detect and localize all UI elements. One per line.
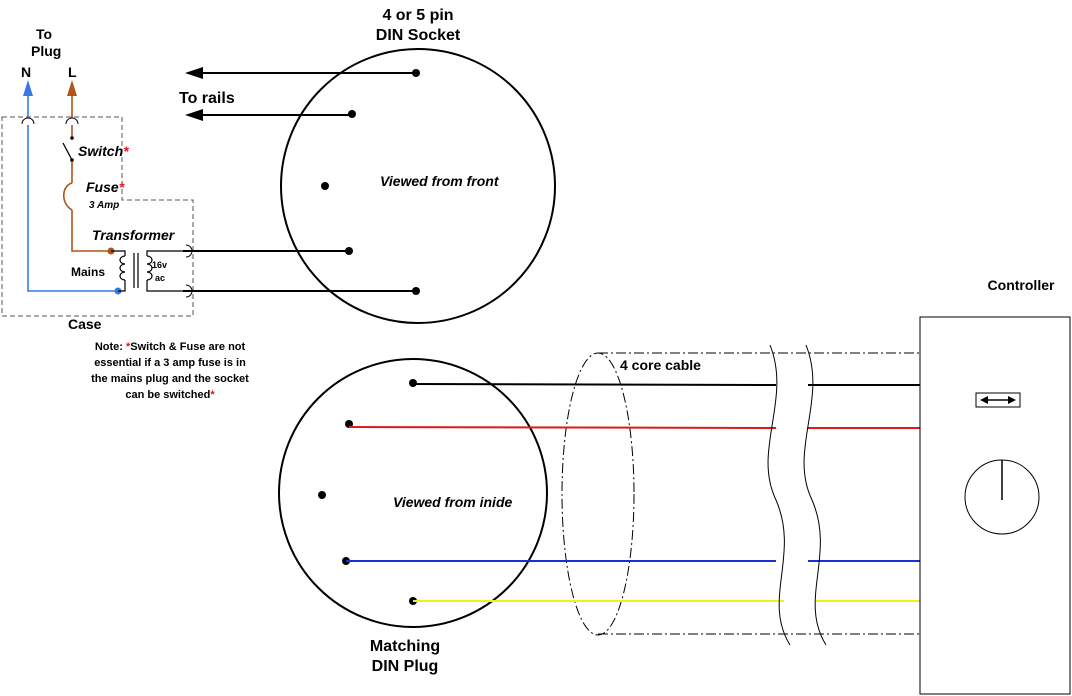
to-plug-label-line1: To	[36, 26, 52, 42]
socket-view-label: Viewed from front	[380, 173, 500, 189]
plug-view-label: Viewed from inide	[393, 494, 512, 510]
neutral-arrow-icon	[23, 80, 33, 96]
rail-arrow-icon	[185, 67, 203, 79]
note-text: Note: *Switch & Fuse are not essential i…	[91, 341, 249, 401]
plug-pin	[318, 491, 326, 499]
cable-wire-black	[412, 383, 777, 386]
neutral-label: N	[21, 64, 31, 80]
svg-text:essential if a 3 amp fuse is i: essential if a 3 amp fuse is in	[94, 357, 246, 369]
socket-pin	[321, 182, 329, 190]
controller-label: Controller	[988, 277, 1055, 293]
speed-knob[interactable]	[964, 459, 1040, 535]
live-arrow-icon	[67, 80, 77, 96]
plug-pin	[345, 420, 353, 428]
plug-title-line2: DIN Plug	[372, 658, 439, 675]
cable-break-mark	[803, 344, 827, 646]
svg-text:Note: *Switch & Fuse are not: Note: *Switch & Fuse are not	[95, 341, 246, 353]
neutral-case-connector	[21, 117, 35, 125]
switch-label: Switch*	[78, 143, 129, 159]
live-wire	[71, 95, 111, 252]
transformer-icon	[111, 250, 183, 292]
socket-title-line1: 4 or 5 pin	[382, 7, 453, 24]
socket-title-line2: DIN Socket	[376, 27, 461, 44]
svg-text:the mains plug and the socket: the mains plug and the socket	[91, 373, 249, 385]
din-socket-circle	[280, 48, 556, 324]
plug-pin	[409, 379, 417, 387]
fuse-label: Fuse*	[86, 179, 125, 195]
cable-break-mark	[767, 344, 791, 646]
svg-text:can be switched*: can be switched*	[125, 389, 215, 401]
plug-title-line1: Matching	[370, 638, 440, 655]
secondary-voltage-line2: ac	[155, 273, 165, 283]
cable-sheath	[561, 352, 920, 636]
switch-icon	[62, 136, 74, 162]
fuse-rating: 3 Amp	[89, 200, 119, 211]
rail-arrow-icon	[185, 109, 203, 121]
live-case-connector	[65, 117, 79, 125]
din-plug-circle	[278, 358, 548, 628]
direction-arrow-icon	[980, 396, 1016, 404]
direction-switch[interactable]	[975, 392, 1021, 408]
case-outline	[1, 116, 194, 317]
to-plug-label-line2: Plug	[31, 43, 61, 59]
to-rails-label: To rails	[179, 90, 235, 107]
neutral-wire	[27, 95, 118, 292]
case-label: Case	[68, 316, 102, 332]
live-label: L	[68, 64, 77, 80]
cable-label: 4 core cable	[620, 357, 701, 373]
transformer-label: Transformer	[92, 227, 176, 243]
cable-wire-red	[348, 426, 777, 429]
fuse-icon	[62, 182, 73, 211]
secondary-voltage-line1: 16v	[152, 260, 167, 270]
mains-label: Mains	[71, 265, 105, 279]
